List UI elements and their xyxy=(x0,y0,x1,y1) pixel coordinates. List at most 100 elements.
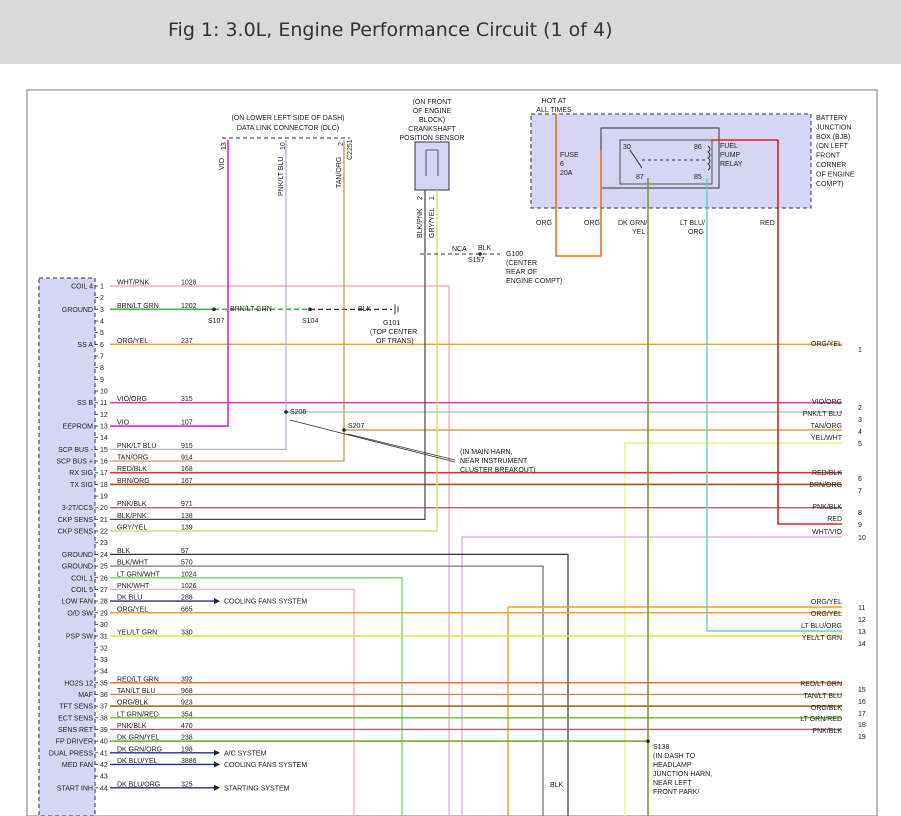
g100-blk: BLK xyxy=(478,245,492,252)
pcm-row: 8 xyxy=(95,365,104,372)
pin-number: 23 xyxy=(100,540,108,547)
ckp-name-2: POSITION SENSOR xyxy=(400,135,465,142)
right-circuit-number: 13 xyxy=(858,629,866,636)
dlc-name: DATA LINK CONNECTOR (DLC) xyxy=(237,125,339,132)
circuit-number: 315 xyxy=(181,396,193,403)
ckp-coil-symbol xyxy=(425,149,439,176)
right-wire-label: VIO/ORG xyxy=(812,399,842,406)
circuit-number: 167 xyxy=(181,478,193,485)
circuit-number: 107 xyxy=(181,420,193,427)
dlc-wire-vio: VIO xyxy=(219,157,226,170)
crankshaft-sensor xyxy=(414,141,450,191)
figure-title: Fig 1: 3.0L, Engine Performance Circuit … xyxy=(168,19,613,41)
pin-label: START INH xyxy=(57,785,93,792)
right-circuit-number: 19 xyxy=(858,734,866,741)
circuit-number: 968 xyxy=(181,688,193,695)
pin-label: COIL 5 xyxy=(71,587,93,594)
s138-note-2: HEADLAMP xyxy=(653,762,692,769)
wire-color-label: ORG/YEL xyxy=(117,606,148,613)
pcm-row: 19 xyxy=(95,494,108,501)
ckp-wire-gryyel: GRY/YEL xyxy=(429,208,436,238)
circuit-number: 288 xyxy=(181,595,193,602)
arrow-head xyxy=(214,784,220,791)
circuit-number: 914 xyxy=(181,455,193,462)
g100-loc-1: (CENTER xyxy=(506,260,537,267)
circuit-number: 971 xyxy=(181,501,193,508)
pin-number: 12 xyxy=(100,412,108,419)
pin-label: TX SIG xyxy=(70,482,93,489)
pcm-row: 9 xyxy=(95,377,104,384)
fuse-label-3: 20A xyxy=(560,170,573,177)
circuit-number: 923 xyxy=(181,700,193,707)
wire-color-label: VIO xyxy=(117,420,130,427)
brn-ltgrn-mid-label: BRN/LT GRN xyxy=(230,306,272,313)
pcm-row: 23 xyxy=(95,540,108,547)
pin-number: 37 xyxy=(100,704,108,711)
right-circuit-number: 7 xyxy=(858,488,862,495)
arrow-destination: COOLING FANS SYSTEM xyxy=(224,762,307,769)
dlc-wire-tan: TAN/ORG xyxy=(336,157,343,188)
wire-layer xyxy=(110,114,842,816)
pin-label: SCP BUS + xyxy=(56,459,93,466)
g100-loc-3: ENGINE COMPT) xyxy=(506,278,562,285)
pin-number: 34 xyxy=(100,669,108,676)
bjb-label: BATTERY xyxy=(816,115,848,122)
right-circuit-number: 4 xyxy=(858,429,862,436)
pin-label: O/D SW xyxy=(67,610,93,617)
wire-color-label: TAN/ORG xyxy=(117,455,148,462)
wire-ckp-minus xyxy=(110,190,426,521)
ckp-location-3: BLOCK) xyxy=(419,117,445,124)
pin-label: CKP SENS xyxy=(58,529,94,536)
wire-color-label: ORG/BLK xyxy=(117,700,148,707)
wire-color-label: BLK/PNK xyxy=(117,513,147,520)
pin-number: 36 xyxy=(100,692,108,699)
top-ltblu-1: LT BLU/ xyxy=(680,220,705,227)
s104-label: S104 xyxy=(302,318,318,325)
pin-number: 20 xyxy=(100,505,108,512)
right-circuit-number: 14 xyxy=(858,641,866,648)
arrow-head xyxy=(214,761,220,768)
splice-s206 xyxy=(284,410,288,414)
bjb-label: FRONT xyxy=(816,153,841,160)
circuit-number: 238 xyxy=(181,735,193,742)
relay-label-3: RELAY xyxy=(720,161,743,168)
nca-label: NCA xyxy=(452,246,467,253)
pin-label: HO2S 12 xyxy=(64,680,93,687)
right-wire-label: PNK/BLK xyxy=(812,728,842,735)
wire-color-label: ORG/YEL xyxy=(117,338,148,345)
right-wire-label: RED xyxy=(827,516,842,523)
right-wire-label: ORG/YEL xyxy=(811,599,842,606)
s157-label: S157 xyxy=(468,257,484,264)
pcm-module xyxy=(38,277,96,816)
top-ltblu-2: ORG xyxy=(688,229,704,236)
right-circuit-number: 2 xyxy=(858,405,862,412)
wire-color-label: RED/LT GRN xyxy=(117,676,159,683)
right-circuit-number: 5 xyxy=(858,441,862,448)
circuit-number: 325 xyxy=(181,781,193,788)
circuit-number: 1202 xyxy=(181,303,197,310)
pcm-row: 34 xyxy=(95,669,108,676)
circuit-number: 1024 xyxy=(181,571,197,578)
pin-number: 14 xyxy=(100,435,108,442)
circuit-number: 57 xyxy=(181,548,189,555)
wire-color-label: GRY/YEL xyxy=(117,525,147,532)
arrow-destination: COOLING FANS SYSTEM xyxy=(224,599,307,606)
pcm-row: 2 xyxy=(95,295,104,302)
wire-color-label: WHT/PNK xyxy=(117,280,150,287)
pin-label: GROUND xyxy=(62,564,93,571)
